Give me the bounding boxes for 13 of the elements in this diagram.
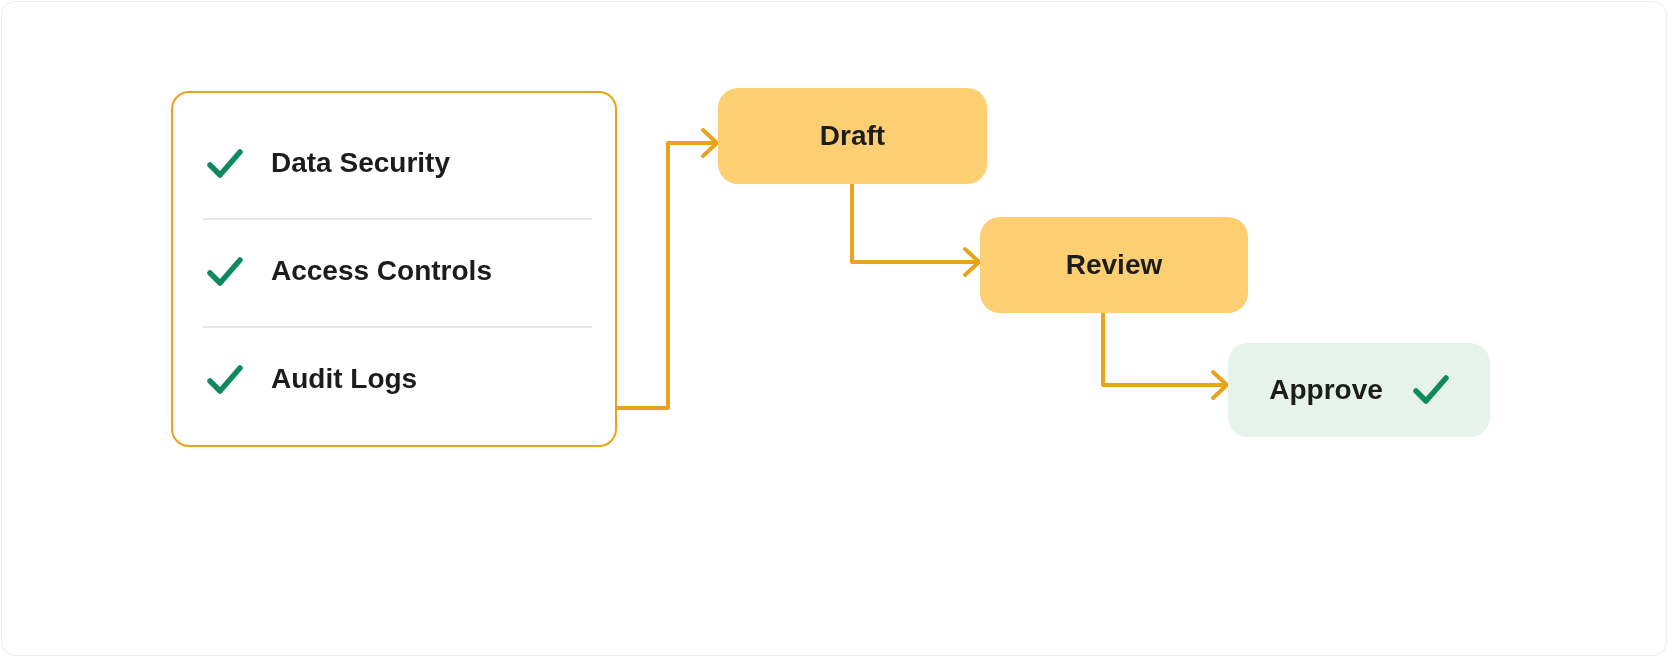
connector-arrow — [617, 128, 719, 410]
approval-box — [1228, 343, 1490, 437]
list-item-text: Audit Logs — [271, 362, 418, 396]
connector-arrow — [850, 184, 981, 277]
process-box — [718, 88, 987, 184]
list-item-text: Data Security — [271, 146, 450, 180]
step-label: Approve — [1269, 373, 1383, 407]
list-item-text: Access Controls — [271, 254, 492, 288]
checklist-card — [171, 91, 617, 447]
step-label: Review — [1065, 248, 1163, 282]
process-box — [980, 217, 1248, 313]
step-label: Draft — [819, 119, 886, 153]
connector-arrow — [1101, 313, 1229, 400]
